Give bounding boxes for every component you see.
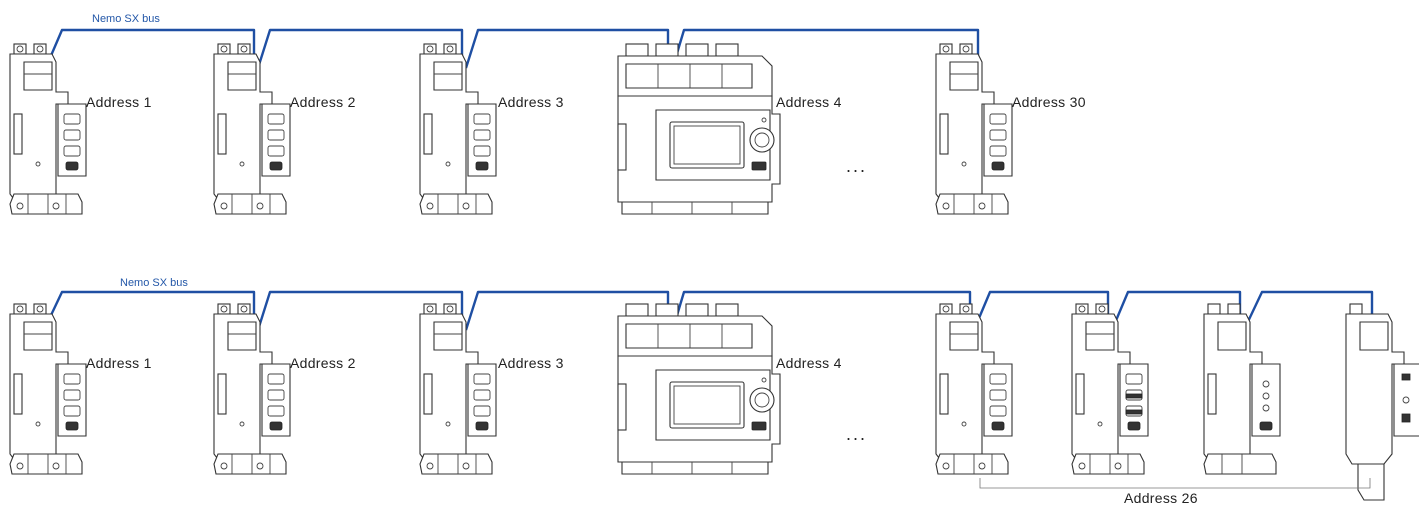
row2-device-4-label: Address 4: [776, 355, 842, 371]
row1-device-1-label: Address 1: [86, 94, 152, 110]
row1-device-5-label: Address 30: [1012, 94, 1086, 110]
row2-bus-line: [42, 290, 1374, 333]
row2-device-8: [1345, 303, 1419, 501]
row2-device-2-label: Address 2: [290, 355, 356, 371]
row-1: Nemo SX bus Address 1 Address 2 Address …: [9, 13, 1086, 215]
row2-ellipsis: ...: [846, 424, 867, 444]
row2-device-6: [1072, 304, 1148, 474]
row2-device-1-label: Address 1: [86, 355, 152, 371]
row1-device-2: Address 2: [213, 43, 356, 215]
row1-device-1: Address 1: [9, 43, 152, 215]
row1-bus-label: Nemo SX bus: [92, 13, 160, 25]
row2-bus-label: Nemo SX bus: [120, 277, 188, 289]
row2-device-7: [1203, 303, 1281, 475]
row2-group-bracket: [979, 478, 1371, 489]
row2-device-1: Address 1: [9, 303, 152, 475]
row1-bus-line: [42, 28, 980, 73]
row2-device-5: [935, 303, 1013, 475]
row1-device-4-label: Address 4: [776, 94, 842, 110]
row1-device-3-label: Address 3: [498, 94, 564, 110]
row-2: Nemo SX bus Address 1 Address 2 Address …: [9, 277, 1419, 506]
row1-device-5: Address 30: [935, 43, 1086, 215]
row2-device-4: Address 4: [617, 303, 842, 475]
row1-device-2-label: Address 2: [290, 94, 356, 110]
row2-device-3: Address 3: [419, 303, 564, 475]
row2-group-label: Address 26: [1124, 490, 1198, 506]
row1-device-3: Address 3: [419, 43, 564, 215]
row2-device-2: Address 2: [213, 303, 356, 475]
row2-device-3-label: Address 3: [498, 355, 564, 371]
row1-ellipsis: ...: [846, 156, 867, 176]
row1-device-4: Address 4: [617, 43, 842, 215]
